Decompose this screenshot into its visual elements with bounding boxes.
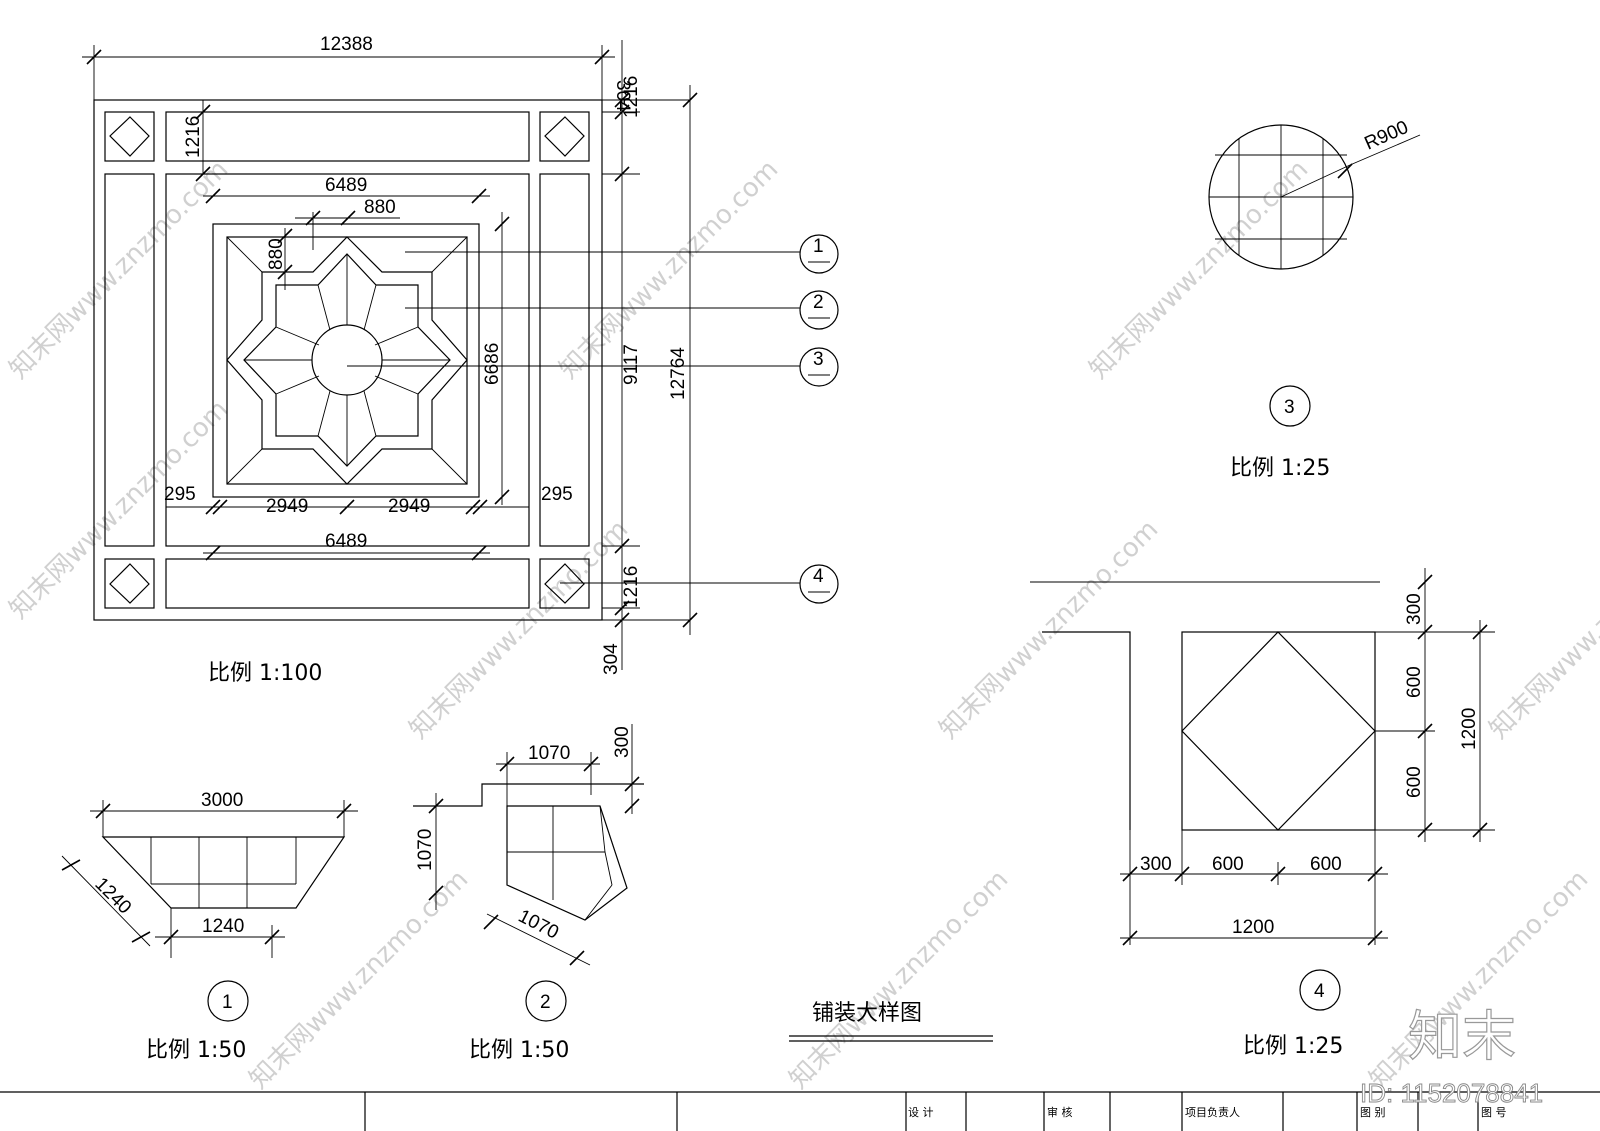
center-circle (311, 324, 383, 396)
watermark-text: 知末网www.znzmo.com (1084, 154, 1315, 385)
watermark-text: 知末网www.znzmo.com (784, 864, 1015, 1095)
watermark-text: 知末网www.znzmo.com (1484, 514, 1600, 745)
dim-d1-bottom: 1240 (202, 916, 244, 937)
watermark-text: 知末网www.znzmo.com (404, 514, 635, 745)
drawing-title-block: 铺装大样图 (789, 1001, 993, 1042)
callout-4-label: 4 (1299, 969, 1341, 1011)
svg-text:1: 1 (222, 992, 233, 1013)
watermark-layer: 知末网www.znzmo.com 知末网www.znzmo.com 知末网www… (4, 154, 1600, 1095)
callout-1: 1 (799, 234, 839, 274)
tb-drawing-number: 图 号 (1481, 1106, 1507, 1119)
detail-2-scale: 比例 1:50 (469, 1038, 569, 1063)
dim-inner-height: 6686 (482, 343, 503, 385)
star-petals (244, 254, 450, 466)
main-plan-scale: 比例 1:100 (208, 661, 322, 686)
dim-top-strip-left: 1216 (183, 116, 204, 158)
dim-top-border: 304 (612, 80, 633, 112)
dim-d4-left: 300 (1140, 854, 1172, 875)
dim-d2-top: 1070 (528, 743, 570, 764)
corner-tile-top-right (539, 111, 590, 162)
dim-left-gap: 295 (164, 484, 196, 505)
svg-text:3: 3 (1284, 397, 1295, 418)
watermark-logo: 知末 (1408, 1005, 1516, 1068)
detail-1-scale: 比例 1:50 (146, 1038, 246, 1063)
watermark-id: ID: 1152078841 (1360, 1078, 1543, 1108)
svg-text:2: 2 (813, 292, 824, 313)
watermark-text: 知末网www.znzmo.com (4, 394, 235, 625)
dim-d1-top: 3000 (201, 790, 243, 811)
strip-top (165, 111, 530, 162)
svg-text:3: 3 (813, 349, 824, 370)
dim-half-right: 2949 (388, 496, 430, 517)
corner-tile-bottom-left (104, 558, 155, 609)
strip-left (104, 173, 155, 547)
callout-2-label: 2 (525, 980, 567, 1022)
title-block: 设 计 审 核 项目负责人 图 别 图 号 (0, 1091, 1600, 1131)
dim-d2-slant: 1070 (515, 906, 562, 944)
dim-right-gap: 295 (541, 484, 573, 505)
inner-field (165, 173, 530, 547)
dim-inner-width-bottom: 6489 (325, 531, 367, 552)
tb-drawing-category: 图 别 (1360, 1106, 1386, 1119)
callout-2: 2 (799, 290, 839, 330)
strip-bottom (165, 558, 530, 609)
detail-3: R900 3 比例 1:25 (1208, 117, 1421, 481)
callout-3-label: 3 (1269, 385, 1311, 427)
corner-tile (506, 805, 628, 921)
tb-design: 设 计 (908, 1106, 934, 1119)
corner-tile-top-left (104, 111, 155, 162)
outer-border (93, 99, 603, 621)
dim-top-strip-right: 1216 (621, 76, 642, 118)
dim-overall-height: 12764 (668, 347, 689, 400)
dim-middle-height: 9117 (621, 344, 642, 385)
dim-d4-lower: 600 (1404, 766, 1425, 798)
callout-4: 4 (799, 564, 839, 604)
svg-text:1: 1 (813, 236, 824, 257)
dim-d4-upper: 600 (1404, 666, 1425, 698)
medallion-outer (212, 223, 480, 498)
detail-4-scale: 比例 1:25 (1243, 1034, 1343, 1059)
tb-review: 审 核 (1047, 1105, 1073, 1119)
main-plan: 1 2 3 4 12388 (82, 34, 839, 686)
dim-module-side: 880 (266, 238, 287, 270)
dim-d2-left: 1070 (415, 829, 436, 871)
callout-3: 3 (799, 347, 839, 387)
detail-2: 1070 300 1070 1070 2 比例 1:50 (413, 724, 644, 1063)
dim-d2-corner: 300 (612, 726, 633, 758)
detail-4-tile (1181, 631, 1376, 831)
drawing-title: 铺装大样图 (812, 1001, 922, 1026)
detail-3-scale: 比例 1:25 (1230, 456, 1330, 481)
detail-4-diamond (1181, 631, 1376, 831)
watermark-text: 知末网www.znzmo.com (4, 154, 235, 385)
dim-d4-total-h: 1200 (1232, 917, 1274, 938)
dim-d1-slant: 1240 (90, 874, 135, 919)
dim-half-left: 2949 (266, 496, 308, 517)
detail-4: 300 600 600 1200 300 600 600 1200 4 比例 1… (1030, 568, 1495, 1059)
dim-d4-top: 300 (1404, 593, 1425, 625)
tb-project-lead: 项目负责人 (1185, 1105, 1240, 1119)
svg-text:2: 2 (540, 992, 551, 1013)
dim-d4-mid1: 600 (1212, 854, 1244, 875)
dim-overall-width: 12388 (320, 34, 373, 55)
dim-module-top: 880 (364, 197, 396, 218)
watermark-text: 知末网www.znzmo.com (244, 864, 475, 1095)
corner-tile-bottom-right (539, 558, 590, 609)
svg-text:4: 4 (1314, 981, 1325, 1002)
star-outer (226, 236, 468, 485)
dim-inner-width-top: 6489 (325, 175, 367, 196)
trapezoid-tile (101, 836, 346, 909)
dim-bottom-border: 304 (601, 643, 622, 675)
dim-bottom-strip: 1216 (621, 566, 642, 608)
svg-text:4: 4 (813, 566, 824, 587)
dim-d4-total-v: 1200 (1459, 708, 1480, 750)
strip-right (539, 173, 590, 547)
dim-d4-mid2: 600 (1310, 854, 1342, 875)
callout-1-label: 1 (207, 980, 249, 1022)
